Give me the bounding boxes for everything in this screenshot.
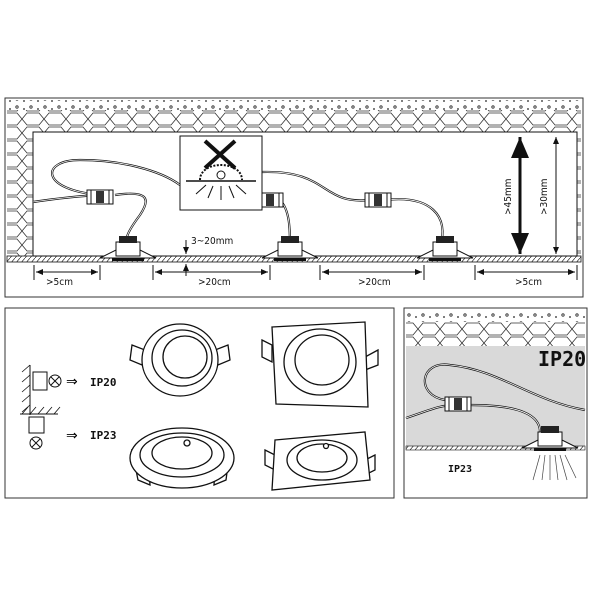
above-ceiling-rating: IP20 — [538, 347, 586, 371]
spacing-label-1: >20cm — [198, 277, 231, 288]
wall-mount-rating: IP20 — [90, 376, 117, 389]
svg-text:>45mm: >45mm — [503, 178, 514, 215]
connector-box — [364, 192, 392, 208]
installation-detail-panel: IP20 IP23 — [403, 307, 588, 499]
connector-box — [86, 189, 114, 205]
implies-arrow-icon: ⇒ — [66, 374, 78, 390]
no-insulation-cover-icon — [179, 135, 263, 211]
square-fixture-top — [261, 321, 379, 408]
connector-box — [444, 396, 472, 412]
light-rays — [532, 454, 577, 481]
round-fixture-bottom — [129, 427, 235, 489]
round-fixture-top — [129, 323, 231, 397]
implies-arrow-icon: ⇒ — [66, 428, 78, 444]
edge-distance-right-label: >5cm — [515, 277, 542, 288]
ceiling-thickness-label: 3~20mm — [191, 236, 233, 247]
svg-text:>30mm: >30mm — [539, 178, 550, 215]
below-ceiling-rating: IP23 — [448, 464, 472, 475]
spacing-label-2: >20cm — [358, 277, 391, 288]
ceiling-mount-rating: IP23 — [90, 429, 117, 442]
ceiling-void — [32, 131, 578, 257]
installation-spacing-panel: >45mm >30mm 3~20mm >5cm >20cm >20cm >5cm — [4, 97, 584, 298]
ceiling-mount-icon — [20, 406, 61, 450]
edge-distance-left-label: >5cm — [46, 277, 73, 288]
concrete-layer — [7, 100, 581, 110]
wall-mount-icon — [21, 364, 62, 415]
protection-rating-panel: ⇒ IP20 ⇒ IP23 — [4, 307, 395, 499]
square-fixture-bottom — [264, 431, 376, 491]
min-depth-a-label: >45mm — [503, 178, 514, 215]
min-depth-b-label: >30mm — [539, 178, 550, 215]
